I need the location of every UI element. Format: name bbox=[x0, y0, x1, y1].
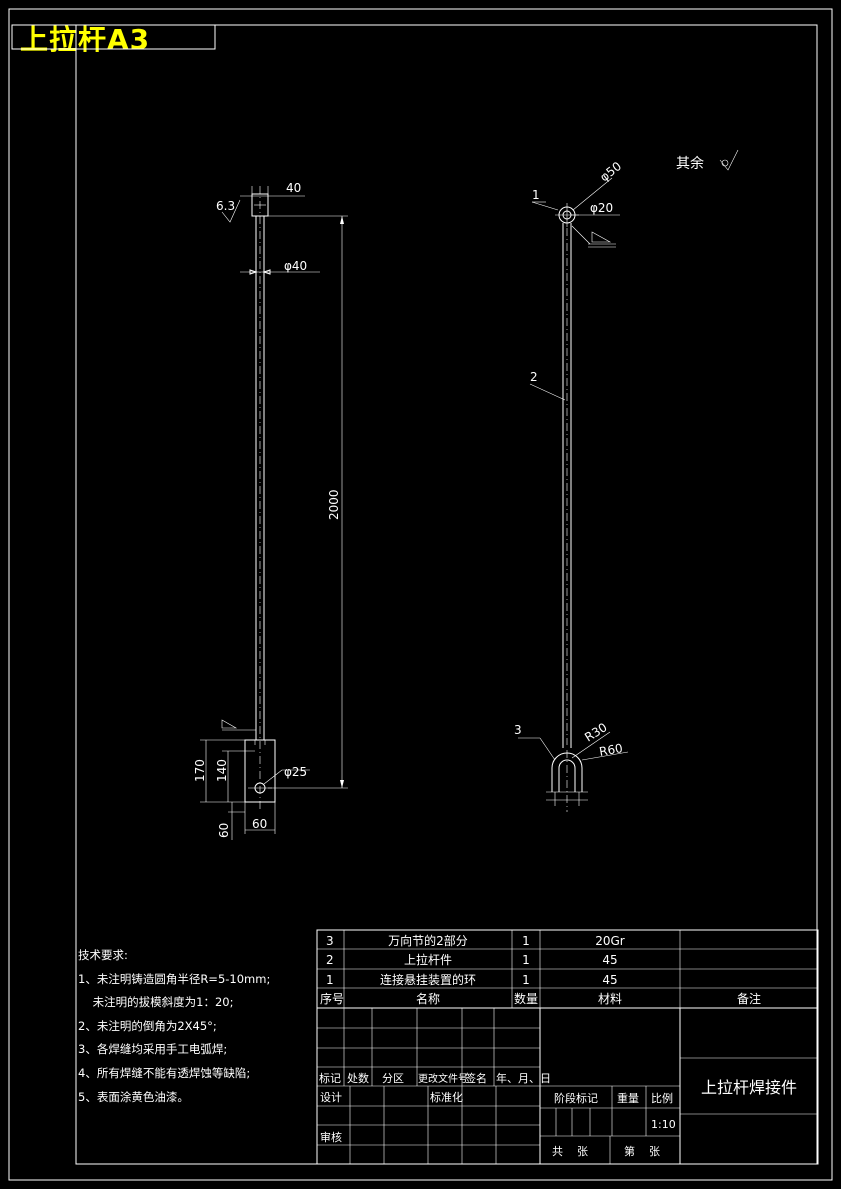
dim-roughness-6-3: 6.3 bbox=[216, 199, 235, 213]
bom-row-material: 45 bbox=[602, 973, 617, 987]
tb-rev-doc: 更改文件号 bbox=[418, 1072, 468, 1085]
dim-outer-diameter: φ50 bbox=[597, 159, 624, 184]
tb-design: 设计 bbox=[320, 1091, 342, 1104]
bom-header-remark: 备注 bbox=[737, 991, 761, 1006]
dim-60-vertical: 60 bbox=[217, 823, 231, 838]
roughness-symbol-icon bbox=[719, 149, 739, 171]
bom-row-qty: 1 bbox=[522, 973, 530, 987]
tech-note-item: 2、未注明的倒角为2X45°; bbox=[78, 1018, 217, 1033]
dim-length: 2000 bbox=[327, 489, 341, 520]
bom-header-material: 材料 bbox=[598, 992, 622, 1006]
tb-review: 审核 bbox=[320, 1130, 342, 1144]
bom-row-name: 连接悬挂装置的环 bbox=[380, 972, 476, 987]
left-view bbox=[200, 186, 348, 840]
tb-drawing-name: 上拉杆焊接件 bbox=[701, 1078, 797, 1097]
bom-row-name: 上拉杆件 bbox=[404, 952, 452, 967]
title-block bbox=[316, 1007, 819, 1165]
bom-header-name: 名称 bbox=[416, 991, 440, 1006]
tb-standard: 标准化 bbox=[430, 1090, 463, 1104]
bom-row-no: 1 bbox=[326, 973, 334, 987]
tech-note-item: 1、未注明铸造圆角半径R=5-10mm; bbox=[78, 971, 271, 986]
dim-hole-diameter: φ25 bbox=[284, 765, 307, 779]
tb-rev-mark: 标记 bbox=[319, 1071, 341, 1085]
dim-60-horizontal: 60 bbox=[252, 817, 267, 831]
dim-rod-diameter: φ40 bbox=[284, 259, 307, 273]
dim-inner-diameter: φ20 bbox=[590, 201, 613, 215]
tb-rev-date: 年、月、日 bbox=[496, 1071, 551, 1085]
dim-r30: R30 bbox=[582, 720, 609, 744]
balloon-2: 2 bbox=[530, 370, 538, 384]
tb-scale-label: 比例 bbox=[651, 1091, 673, 1105]
tb-rev-sign: 签名 bbox=[465, 1071, 487, 1085]
bom-row-name: 万向节的2部分 bbox=[388, 933, 468, 948]
bom-row-material: 45 bbox=[602, 953, 617, 967]
bom-header-qty: 数量 bbox=[514, 991, 538, 1006]
dim-r60: R60 bbox=[598, 741, 624, 759]
dim-170: 170 bbox=[193, 759, 207, 782]
tb-stage-mark: 阶段标记 bbox=[554, 1091, 598, 1105]
tech-note-item: 5、表面涂黄色油漆。 bbox=[78, 1089, 189, 1104]
tb-rev-count: 处数 bbox=[347, 1072, 369, 1085]
balloon-3: 3 bbox=[514, 723, 522, 737]
sheet-title: 上拉杆A3 bbox=[20, 23, 151, 56]
bom-row-material: 20Gr bbox=[595, 934, 625, 948]
bom-row-qty: 1 bbox=[522, 934, 530, 948]
tech-notes: 技术要求: 1、未注明铸造圆角半径R=5-10mm; 未注明的拔模斜度为1：20… bbox=[78, 944, 270, 1109]
dim-top-width: 40 bbox=[286, 181, 301, 195]
bom-row-no: 3 bbox=[326, 934, 334, 948]
tb-rev-zone: 分区 bbox=[382, 1072, 404, 1085]
tech-notes-heading: 技术要求: bbox=[78, 948, 128, 962]
tb-total-sheets: 共 张 bbox=[552, 1145, 588, 1158]
tb-weight: 重量 bbox=[617, 1091, 639, 1105]
outer-border bbox=[8, 8, 833, 1181]
tb-sheet-no: 第 张 bbox=[624, 1144, 660, 1158]
dim-140: 140 bbox=[215, 759, 229, 782]
tech-note-item: 3、各焊缝均采用手工电弧焊; bbox=[78, 1042, 228, 1057]
roughness-note: 其余 bbox=[676, 155, 704, 172]
tech-note-item: 未注明的拔模斜度为1：20; bbox=[78, 995, 234, 1010]
bom-header-no: 序号 bbox=[320, 991, 344, 1006]
bom-row-no: 2 bbox=[326, 953, 334, 967]
balloon-1: 1 bbox=[532, 188, 540, 202]
title-box bbox=[11, 24, 216, 50]
tb-scale-value: 1:10 bbox=[651, 1118, 676, 1131]
right-view bbox=[518, 177, 629, 812]
tech-note-item: 4、所有焊缝不能有透焊蚀等缺陷; bbox=[78, 1065, 251, 1080]
bom-row-qty: 1 bbox=[522, 953, 530, 967]
